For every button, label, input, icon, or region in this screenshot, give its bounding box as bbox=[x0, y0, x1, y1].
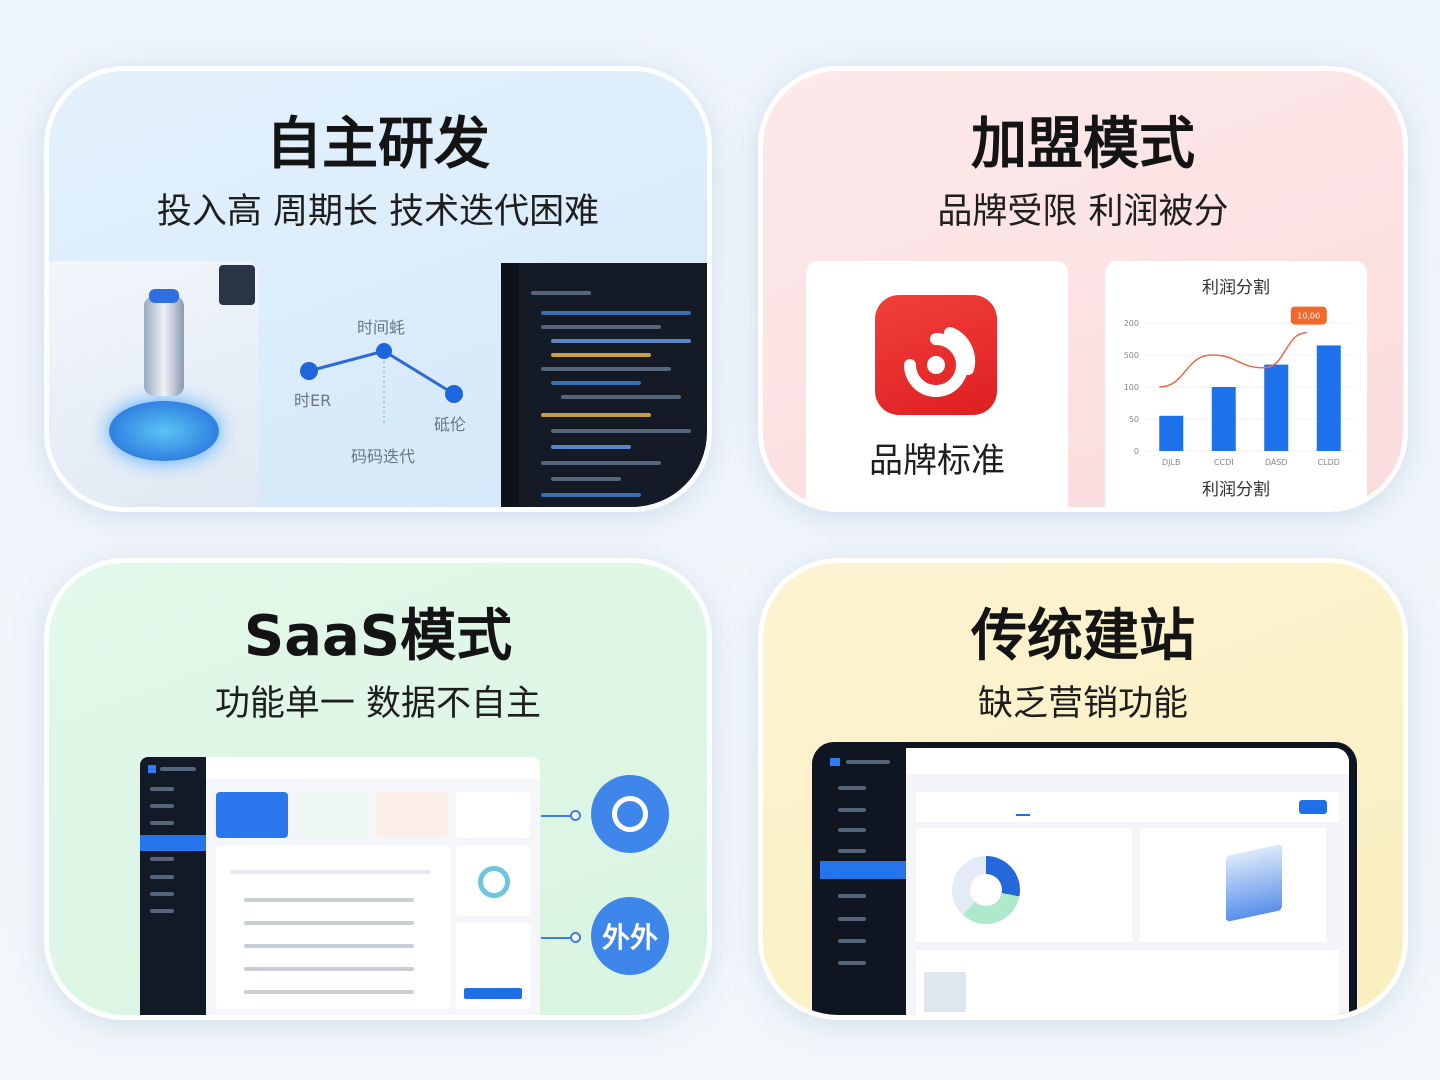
card-title: SaaS模式 bbox=[243, 604, 513, 669]
diagram-label-right: 砥伦 bbox=[434, 415, 467, 434]
card-saas: SaaS模式 功能单一 数据不自主 外外 bbox=[44, 558, 712, 1020]
card-self-development: 自主研发 投入高 周期长 技术迭代困难 时间蚝 时ER 砥伦 码码迭代 bbox=[44, 66, 712, 512]
diagram-node bbox=[300, 362, 318, 380]
card-title: 传统建站 bbox=[971, 604, 1195, 669]
y-tick-label: 500 bbox=[1124, 351, 1139, 360]
card-subtitle: 品牌受限 利润被分 bbox=[937, 192, 1229, 232]
bubble-label: 外外 bbox=[601, 921, 658, 954]
bar bbox=[1211, 387, 1236, 451]
chart-title: 利润分割 bbox=[1202, 278, 1270, 298]
chart-xlabel: 利润分割 bbox=[1202, 480, 1270, 500]
x-tick-label: DASD bbox=[1265, 458, 1288, 467]
diagram-label-left: 时ER bbox=[294, 391, 332, 410]
x-tick-label: CLDD bbox=[1318, 458, 1340, 467]
x-tick-label: CCDI bbox=[1214, 458, 1234, 467]
card-subtitle: 缺乏营销功能 bbox=[977, 684, 1188, 724]
bar bbox=[1316, 345, 1341, 451]
diagram-label-top: 时间蚝 bbox=[357, 318, 406, 337]
dashboard-sidebar bbox=[140, 757, 206, 1015]
saas-dashboard-screenshot bbox=[140, 757, 540, 1015]
callout-badge bbox=[1290, 306, 1327, 325]
y-tick-label: 50 bbox=[1129, 415, 1139, 424]
callout-label: 10,00 bbox=[1297, 312, 1320, 321]
code-editor-screenshot bbox=[501, 263, 707, 507]
timeline-diagram bbox=[300, 343, 463, 426]
card-traditional-website: 传统建站 缺乏营销功能 bbox=[758, 558, 1408, 1020]
support-chat-icon bbox=[591, 775, 669, 853]
brand-logo-icon bbox=[875, 295, 997, 415]
dashboard-sidebar bbox=[820, 748, 906, 1015]
website-dashboard-screenshot bbox=[812, 742, 1357, 1015]
card-subtitle: 功能单一 数据不自主 bbox=[214, 684, 542, 724]
card-subtitle: 投入高 周期长 技术迭代困难 bbox=[156, 192, 600, 232]
brand-panel: 品牌标准 bbox=[806, 261, 1068, 507]
y-tick-label: 0 bbox=[1134, 447, 1139, 456]
brand-label: 品牌标准 bbox=[869, 441, 1005, 481]
y-tick-label: 100 bbox=[1124, 383, 1139, 392]
bubble-badge: 外外 bbox=[591, 897, 669, 975]
y-tick-label: 200 bbox=[1124, 319, 1139, 328]
trend-line bbox=[1159, 331, 1307, 388]
lab-illustration bbox=[49, 261, 259, 507]
bar bbox=[1264, 364, 1289, 451]
x-tick-label: DJLB bbox=[1162, 458, 1180, 467]
diagram-node bbox=[445, 385, 463, 403]
card-title: 加盟模式 bbox=[971, 112, 1195, 177]
diagram-node bbox=[376, 343, 392, 359]
card-title: 自主研发 bbox=[266, 112, 490, 177]
bar bbox=[1159, 415, 1184, 451]
diagram-label-bottom: 码码迭代 bbox=[351, 447, 416, 466]
